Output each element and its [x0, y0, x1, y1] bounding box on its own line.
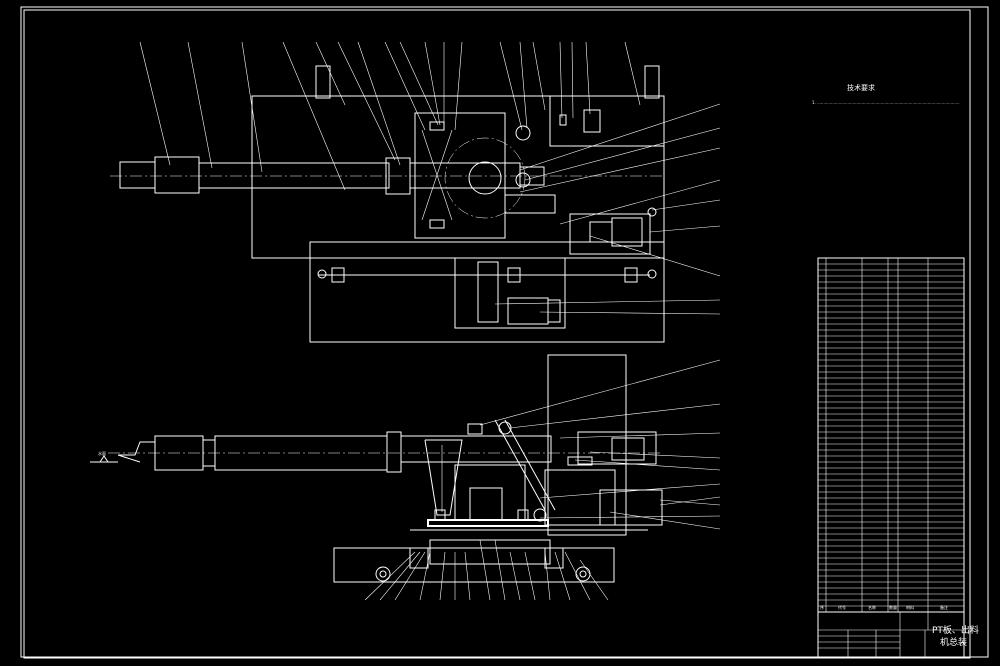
parts-list-header: 序 代号 名称 数量 材料 备注: [820, 604, 948, 610]
title-block: [817, 611, 965, 659]
tech-req-title: 技术要求: [847, 83, 875, 92]
parts-list-table: [817, 257, 965, 613]
parts-list-header-cell: 数量: [889, 604, 897, 610]
top-view-leaders: [139, 41, 721, 315]
parts-list-header-cell: 材料: [906, 604, 914, 610]
parts-list-header-cell: 名称: [868, 604, 876, 610]
title-block-drawing-name-line2: 机总装: [940, 636, 967, 648]
title-block-drawing-name-line1: PT板、出料: [932, 624, 979, 636]
tech-req-line: 1. .....................................…: [812, 100, 960, 105]
parts-list-header-cell: 代号: [838, 604, 846, 610]
parts-list-header-cell: 备注: [940, 604, 948, 610]
top-view: [110, 65, 665, 343]
parts-list-header-cell: 序: [820, 604, 824, 610]
front-view-leaders: [364, 359, 721, 601]
inner-border: [23, 9, 971, 659]
front-view: [90, 354, 663, 583]
water-level-label: 水面: [98, 450, 106, 456]
outer-border: [20, 6, 989, 658]
